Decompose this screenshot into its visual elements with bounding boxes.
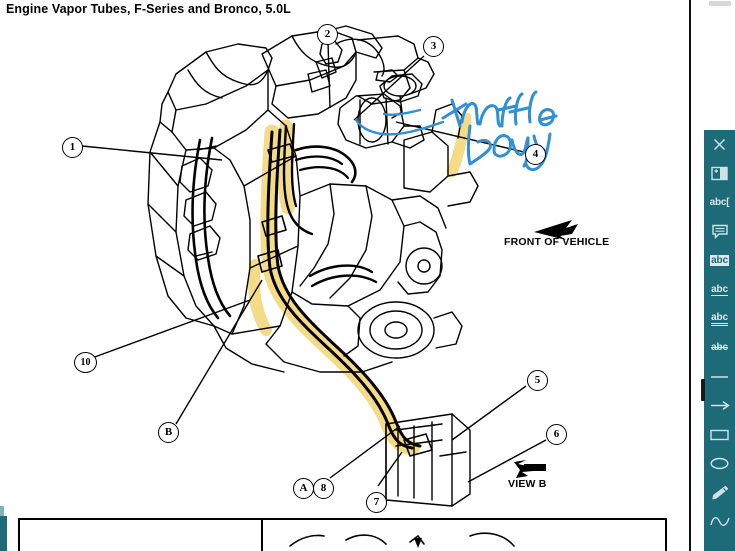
page-title: Engine Vapor Tubes, F-Series and Bronco,… bbox=[6, 2, 291, 16]
page-right-border bbox=[689, 0, 691, 551]
arrow-glyph bbox=[710, 401, 730, 410]
highlight-text-label: abc bbox=[710, 255, 729, 266]
text-insert-label: abc[ bbox=[709, 197, 730, 208]
pencil-glyph bbox=[712, 485, 729, 500]
callout-3[interactable]: 3 bbox=[423, 36, 444, 57]
rectangle-glyph bbox=[710, 429, 729, 440]
front-of-vehicle-label: FRONT OF VEHICLE bbox=[504, 236, 610, 248]
underline-text-icon[interactable]: abc bbox=[704, 275, 735, 304]
view-a-right-box bbox=[261, 518, 667, 551]
ellipse-icon[interactable] bbox=[704, 449, 735, 478]
highlight-text-icon[interactable]: abc bbox=[704, 246, 735, 275]
line-glyph bbox=[711, 375, 728, 378]
callout-10[interactable]: 10 bbox=[74, 352, 97, 373]
rectangle-icon[interactable] bbox=[704, 420, 735, 449]
double-underline-label: abc bbox=[711, 312, 728, 326]
view-b-arrow bbox=[514, 460, 546, 478]
line-icon[interactable] bbox=[704, 362, 735, 391]
add-note-glyph bbox=[711, 166, 728, 181]
close-glyph bbox=[713, 138, 726, 151]
comment-bubble-icon[interactable] bbox=[704, 217, 735, 246]
pencil-icon[interactable] bbox=[704, 478, 735, 507]
double-underline-icon[interactable]: abc bbox=[704, 304, 735, 333]
callout-6[interactable]: 6 bbox=[546, 424, 567, 445]
add-note-icon[interactable] bbox=[704, 159, 735, 188]
callout-b[interactable]: B bbox=[158, 422, 179, 443]
comment-bubble-glyph bbox=[711, 224, 728, 239]
left-edge-accent-light bbox=[0, 506, 4, 518]
callout-8[interactable]: 8 bbox=[313, 478, 334, 499]
left-edge-accent bbox=[0, 516, 7, 551]
view-b-label: VIEW B bbox=[508, 478, 547, 490]
front-of-vehicle-arrow bbox=[534, 220, 578, 240]
text-insert-icon[interactable]: abc[ bbox=[704, 188, 735, 217]
callout-4[interactable]: 4 bbox=[525, 144, 546, 165]
strikethrough-label: abc bbox=[711, 342, 728, 353]
squiggle-icon[interactable] bbox=[704, 507, 735, 536]
strikethrough-icon[interactable]: abc bbox=[704, 333, 735, 362]
callout-1[interactable]: 1 bbox=[62, 137, 83, 158]
view-a-detail bbox=[289, 532, 515, 548]
window-corner-mark bbox=[709, 1, 731, 6]
callout-2[interactable]: 2 bbox=[317, 24, 338, 45]
document-page[interactable]: Engine Vapor Tubes, F-Series and Bronco,… bbox=[0, 0, 691, 551]
toolbar-scroll-thumb[interactable] bbox=[701, 379, 705, 401]
arrow-icon[interactable] bbox=[704, 391, 735, 420]
underline-text-label: abc bbox=[711, 283, 728, 296]
close-icon[interactable] bbox=[704, 130, 735, 159]
callout-7[interactable]: 7 bbox=[366, 492, 387, 513]
squiggle-glyph bbox=[709, 517, 730, 526]
callout-5[interactable]: 5 bbox=[527, 370, 548, 391]
annotation-toolbar[interactable]: abc[ abc abc abc abc bbox=[704, 130, 735, 551]
ellipse-glyph bbox=[710, 457, 729, 470]
